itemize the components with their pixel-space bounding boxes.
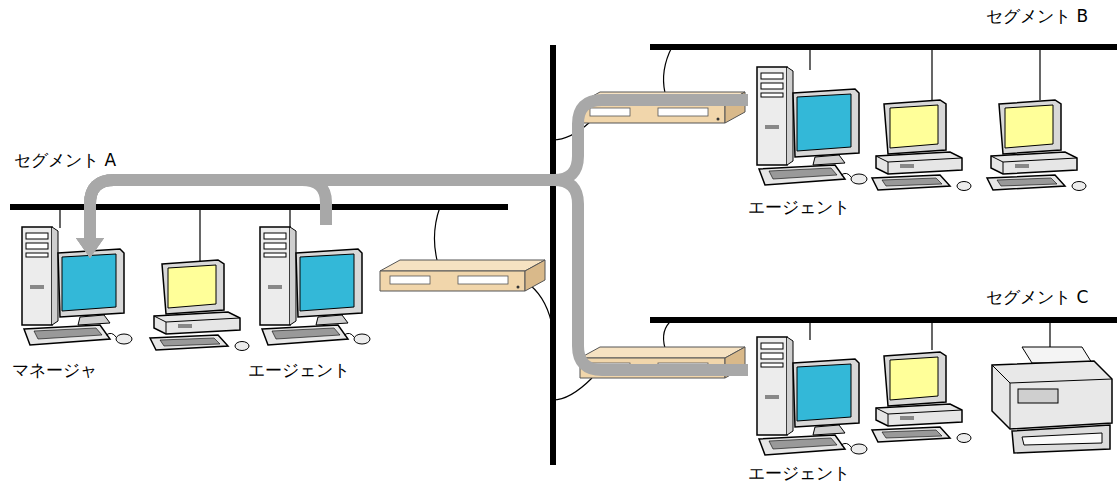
computer-label: エージェント [248, 360, 350, 380]
segment-label: セグメント B [986, 6, 1088, 26]
segment-label: セグメント A [14, 150, 116, 170]
agent-computer: エージェント [748, 65, 878, 217]
report-arrow [76, 100, 748, 258]
computer-label: エージェント [748, 197, 850, 217]
computer-label: マネージャ [12, 360, 97, 380]
agent-computer: エージェント [748, 335, 878, 483]
manager-computer: マネージャ [12, 258, 137, 380]
computer-label: エージェント [748, 463, 850, 483]
report-arrow [76, 180, 326, 258]
report-arrow [76, 180, 748, 370]
segment-label: セグメント C [986, 287, 1088, 307]
agent-computer: エージェント [248, 225, 383, 380]
